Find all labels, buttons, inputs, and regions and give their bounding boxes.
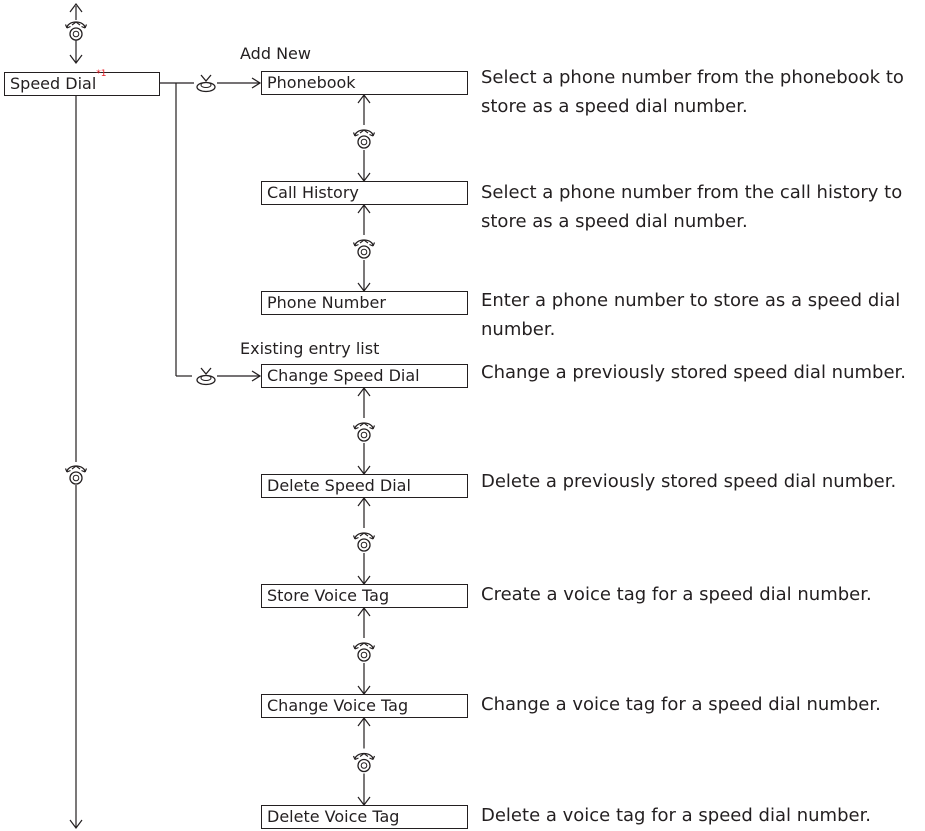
menu-item-delete-speed-dial[interactable]: Delete Speed Dial — [261, 474, 468, 498]
menu-item-phonebook[interactable]: Phonebook — [261, 71, 468, 95]
press-knob-icon — [196, 74, 216, 93]
delete-voice-tag-description: Delete a voice tag for a speed dial numb… — [481, 805, 872, 826]
up-arrow — [357, 607, 371, 638]
call-history-description: Select a phone number from the call hist… — [481, 182, 903, 232]
down-arrow — [357, 150, 371, 182]
phone-number-description: Enter a phone number to store as a speed… — [481, 290, 901, 340]
up-arrow — [357, 204, 371, 235]
menu-item-phone-number[interactable]: Phone Number — [261, 291, 468, 315]
down-arrow — [357, 443, 371, 475]
up-arrow — [357, 94, 371, 125]
up-arrow — [357, 387, 371, 418]
down-arrow — [357, 553, 371, 585]
up-arrow — [357, 717, 371, 749]
menu-item-store-voice-tag[interactable]: Store Voice Tag — [261, 584, 468, 608]
rotate-knob-icon — [352, 642, 376, 662]
menu-item-delete-voice-tag[interactable]: Delete Voice Tag — [261, 805, 468, 829]
menu-item-change-voice-tag[interactable]: Change Voice Tag — [261, 694, 468, 718]
delete-speed-dial-description: Delete a previously stored speed dial nu… — [481, 471, 897, 492]
rotate-knob-icon — [64, 21, 88, 41]
menu-item-label: Speed Dial — [10, 74, 97, 93]
phonebook-description: Select a phone number from the phonebook… — [481, 67, 904, 117]
footnote-marker: *1 — [96, 69, 107, 79]
menu-item-change-speed-dial[interactable]: Change Speed Dial — [261, 364, 468, 388]
menu-item-call-history[interactable]: Call History — [261, 181, 468, 205]
rotate-knob-icon — [352, 422, 376, 442]
existing-entry-list-label: Existing entry list — [240, 339, 380, 358]
down-arrow — [357, 260, 371, 292]
rotate-knob-icon — [352, 752, 376, 773]
rotate-knob-icon — [352, 129, 376, 149]
menu-item-speed-dial[interactable]: Speed Dial*1 — [4, 69, 160, 96]
change-speed-dial-description: Change a previously stored speed dial nu… — [481, 362, 906, 383]
branch-connector — [160, 77, 262, 382]
down-arrow — [357, 663, 371, 695]
store-voice-tag-description: Create a voice tag for a speed dial numb… — [481, 584, 872, 605]
up-arrow — [357, 497, 371, 528]
press-knob-icon — [196, 367, 216, 386]
rotate-knob-icon — [64, 465, 88, 485]
change-voice-tag-description: Change a voice tag for a speed dial numb… — [481, 694, 881, 715]
top-connector — [69, 3, 83, 64]
add-new-label: Add New — [240, 44, 311, 63]
rotate-knob-icon — [352, 239, 376, 259]
down-arrow — [357, 773, 371, 806]
rotate-knob-icon — [352, 532, 376, 552]
main-vertical-connector — [69, 83, 83, 829]
